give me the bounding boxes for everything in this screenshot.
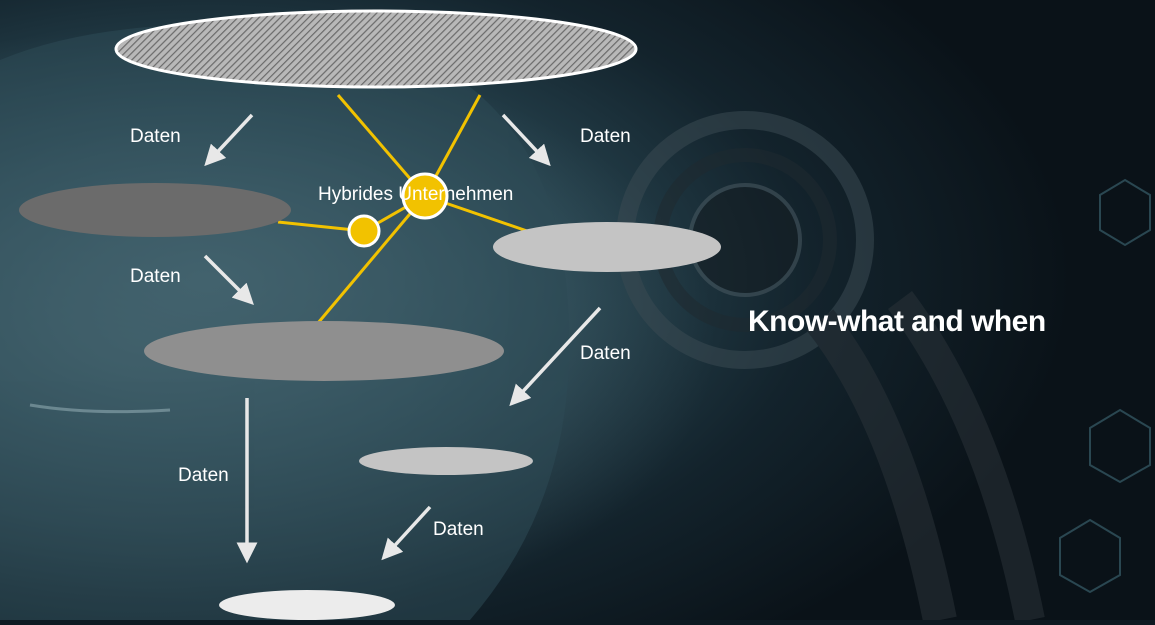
- arrow-down-right-1: [501, 113, 551, 167]
- node-right-upper: [493, 222, 721, 272]
- node-bottom: [219, 590, 395, 620]
- edge-label-data: Daten: [580, 126, 631, 147]
- headline: Know-what and when: [748, 305, 1046, 338]
- arrow-down-left-2: [509, 306, 602, 407]
- hub-node-small: [347, 214, 381, 248]
- arrow-down-left-3: [381, 505, 432, 561]
- edge-label-data: Daten: [130, 266, 181, 287]
- hub-label: Hybrides Unternehmen: [318, 184, 514, 205]
- hub-node: [401, 172, 449, 220]
- node-center-middle: [144, 321, 504, 381]
- node-left-upper: [19, 183, 291, 237]
- node-center-lower: [359, 447, 533, 475]
- hexagon-decoration: [1059, 178, 1151, 594]
- arrow-down-left-1: [204, 113, 254, 167]
- edge-label-data: Daten: [130, 126, 181, 147]
- edge-label-data: Daten: [433, 519, 484, 540]
- data-arrows: [203, 113, 602, 564]
- edge-label-data: Daten: [178, 465, 229, 486]
- edge-label-data: Daten: [580, 343, 631, 364]
- node-top-hatched: [114, 9, 638, 89]
- arrow-down-right-2: [203, 254, 254, 305]
